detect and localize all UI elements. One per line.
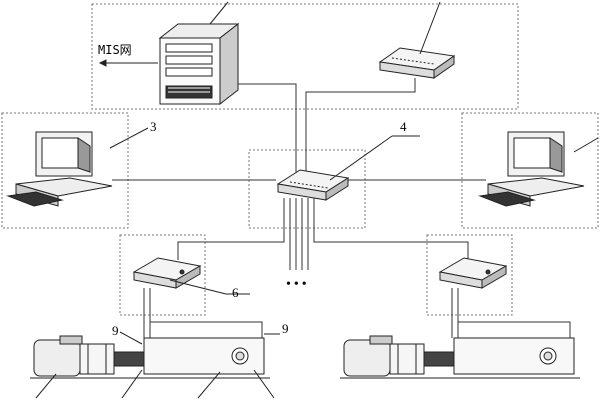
pump-leader-line — [197, 371, 221, 399]
top-server-zone-box — [91, 3, 519, 110]
network-switch-icon — [378, 47, 456, 79]
sensor-leader-line — [253, 369, 275, 399]
continuation-dots: ••• — [286, 277, 310, 292]
right-client-zone-box — [461, 112, 599, 229]
label-6: 6 — [232, 285, 239, 300]
motor-pump-icon — [340, 335, 580, 379]
desktop-computer-icon — [478, 131, 585, 207]
left-client-zone-box — [1, 112, 129, 229]
coupling-leader-line — [121, 369, 143, 399]
weighing-scale-icon — [438, 257, 508, 289]
center-switch-zone-box — [248, 149, 366, 229]
server-leader-line — [209, 1, 229, 25]
label-3-leader-line — [109, 127, 149, 149]
desktop-computer-icon — [6, 131, 113, 207]
weighing-scale-icon — [132, 257, 202, 289]
mis-arrow — [98, 59, 158, 67]
label-4: 4 — [400, 119, 407, 134]
label-4-leader-line — [329, 135, 393, 181]
network-switch-icon — [276, 169, 350, 201]
motor-pump-icon — [30, 335, 270, 379]
label-9-left: 9 — [112, 323, 119, 338]
right-scale-zone-box — [426, 234, 513, 316]
connection-lines — [112, 78, 571, 338]
motor-leader-line — [35, 373, 57, 399]
router-leader-line — [419, 1, 441, 55]
label-9-left-leader-line — [119, 331, 143, 345]
mis-network-label: MIS网 — [98, 43, 132, 57]
right-pc-leader-line — [573, 137, 599, 153]
left-scale-zone-box — [119, 234, 206, 316]
label-6-leader-line — [169, 279, 227, 295]
label-9-right: 9 — [282, 321, 289, 336]
label-3: 3 — [150, 119, 157, 134]
server-tower-icon — [158, 22, 240, 106]
